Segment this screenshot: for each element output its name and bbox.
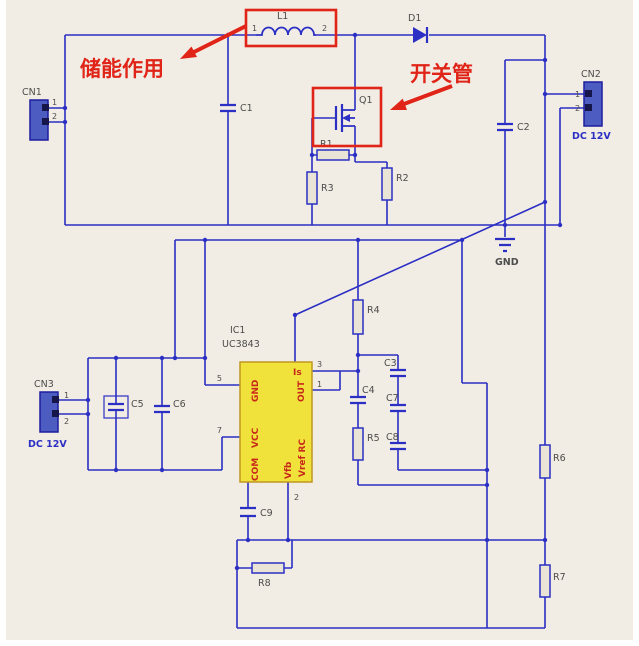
label-c4: C4 bbox=[362, 385, 375, 396]
switching-transistor-arrowhead bbox=[390, 98, 407, 110]
switching-transistor-text: 开关管 bbox=[410, 62, 473, 86]
capacitor-c8: C8 bbox=[386, 432, 406, 451]
cn2-pin-2: 2 bbox=[575, 104, 580, 113]
label-c9: C9 bbox=[260, 508, 273, 519]
label-cn2: CN2 bbox=[581, 69, 601, 80]
label-q1: Q1 bbox=[359, 95, 373, 106]
label-r6: R6 bbox=[553, 453, 566, 464]
resistor-r2: R2 bbox=[381, 167, 409, 201]
label-r8: R8 bbox=[258, 578, 271, 589]
connector-cn1: CN1 1 2 bbox=[22, 87, 57, 141]
annotation-energy-storage: 储能作用 bbox=[80, 8, 338, 81]
label-r4: R4 bbox=[367, 305, 380, 316]
resistor-r1: R1 bbox=[316, 139, 350, 161]
connector-cn2: CN2 1 2 DC 12V bbox=[572, 69, 611, 142]
resistor-r5: R5 bbox=[352, 427, 380, 461]
mosfet-q1: Q1 bbox=[334, 95, 373, 132]
cn3-voltage: DC 12V bbox=[28, 439, 67, 450]
label-cn1: CN1 bbox=[22, 87, 42, 98]
label-c1: C1 bbox=[240, 103, 253, 114]
ic-pin-gnd: GND bbox=[251, 380, 261, 402]
ic-uc3843: IC1 UC3843 GND OUT Is VCC COM Vfb Vref R… bbox=[217, 325, 322, 502]
ic-pin-number-5: 5 bbox=[217, 374, 222, 383]
label-c7: C7 bbox=[386, 393, 399, 404]
label-r2: R2 bbox=[396, 173, 409, 184]
energy-storage-arrowhead bbox=[180, 46, 197, 59]
connector-cn3: CN3 1 2 DC 12V bbox=[28, 379, 69, 450]
label-c3: C3 bbox=[384, 358, 397, 369]
label-r5: R5 bbox=[367, 433, 380, 444]
energy-storage-arrow bbox=[193, 24, 247, 54]
ic-pin-vref-rc: Vref RC bbox=[298, 439, 308, 477]
label-uc3843: UC3843 bbox=[222, 339, 260, 350]
switching-transistor-arrow bbox=[403, 84, 453, 106]
l1-pin-1: 1 bbox=[252, 24, 257, 33]
cn1-pin-1: 1 bbox=[52, 98, 57, 107]
label-c2: C2 bbox=[517, 122, 530, 133]
capacitor-c4: C4 bbox=[350, 385, 375, 405]
diode-d1: D1 bbox=[408, 13, 429, 43]
cn2-voltage: DC 12V bbox=[572, 131, 611, 142]
wires bbox=[49, 34, 585, 629]
capacitor-c1: C1 bbox=[220, 103, 253, 114]
cn2-pin-1: 1 bbox=[575, 90, 580, 99]
ic-pin-number-7: 7 bbox=[217, 426, 222, 435]
capacitor-c6: C6 bbox=[154, 399, 186, 414]
ground-symbol: GND bbox=[495, 237, 519, 268]
ic-pin-number-2: 2 bbox=[294, 493, 299, 502]
energy-storage-text: 储能作用 bbox=[80, 57, 164, 81]
inductor-l1: L1 1 2 bbox=[252, 11, 327, 36]
ic-pin-number-1: 1 bbox=[317, 380, 322, 389]
junction-dots bbox=[62, 32, 563, 571]
label-r7: R7 bbox=[553, 572, 566, 583]
ic-pin-out: OUT bbox=[297, 380, 307, 402]
resistor-r3: R3 bbox=[306, 171, 334, 205]
label-ic1: IC1 bbox=[230, 325, 245, 336]
label-c8: C8 bbox=[386, 432, 399, 443]
l1-pin-2: 2 bbox=[322, 24, 327, 33]
schematic-background bbox=[6, 0, 633, 640]
resistor-r4: R4 bbox=[352, 299, 380, 335]
label-gnd: GND bbox=[495, 257, 519, 268]
resistor-r6: R6 bbox=[539, 444, 566, 479]
capacitor-c3: C3 bbox=[384, 358, 406, 378]
label-c5: C5 bbox=[131, 399, 144, 410]
ic-pin-number-3: 3 bbox=[317, 360, 322, 369]
label-d1: D1 bbox=[408, 13, 421, 24]
cn3-pin-2: 2 bbox=[64, 417, 69, 426]
ic-pin-vfb: Vfb bbox=[284, 461, 294, 479]
resistor-r7: R7 bbox=[539, 564, 566, 598]
q1-highlight-box bbox=[311, 86, 383, 148]
capacitor-c2: C2 bbox=[497, 122, 530, 133]
label-cn3: CN3 bbox=[34, 379, 54, 390]
label-r1: R1 bbox=[320, 139, 333, 150]
capacitor-c7: C7 bbox=[386, 393, 406, 413]
label-r3: R3 bbox=[321, 183, 334, 194]
label-c6: C6 bbox=[173, 399, 186, 410]
label-l1: L1 bbox=[277, 11, 288, 22]
resistor-r8: R8 bbox=[251, 562, 285, 589]
capacitor-c9: C9 bbox=[240, 506, 273, 519]
ic-pin-vcc: VCC bbox=[251, 427, 261, 448]
ic-pin-is: Is bbox=[293, 368, 302, 378]
cn3-pin-1: 1 bbox=[64, 391, 69, 400]
cn1-pin-2: 2 bbox=[52, 112, 57, 121]
capacitor-c5: C5 bbox=[103, 395, 144, 419]
ic-pin-com: COM bbox=[251, 458, 261, 481]
annotation-switching-transistor: 开关管 bbox=[311, 62, 473, 148]
